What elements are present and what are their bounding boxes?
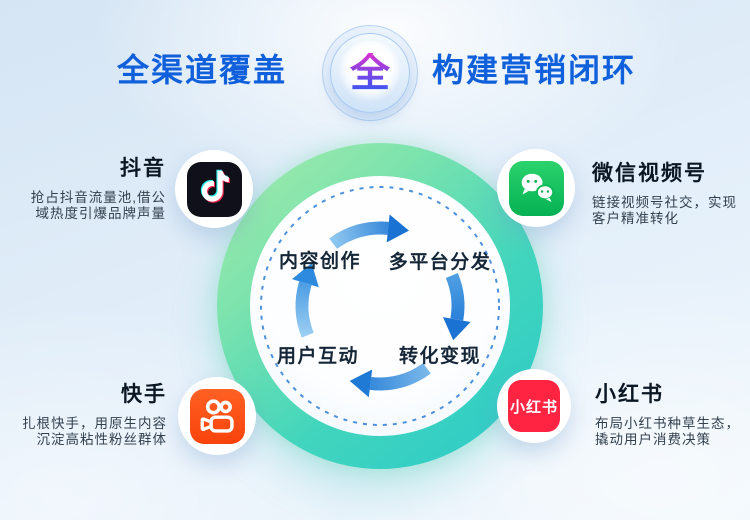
center-badge: 全 (322, 25, 418, 121)
cycle-arrow-west (292, 263, 319, 338)
platform-desc-line: 沉淀高粘性粉丝群体 (36, 432, 167, 447)
douyin-badge (175, 150, 253, 228)
platform-douyin: 抖音 抢占抖音流量池,借公 域热度引爆品牌声量 (14, 152, 166, 222)
platform-desc-line: 布局小红书种草生态， (595, 416, 740, 431)
cycle-arrow-south (349, 362, 431, 398)
cycle-step-multi-platform: 多平台分发 (388, 252, 492, 273)
kuaishou-badge (178, 377, 256, 455)
platform-desc-line: 客户精准转化 (592, 211, 679, 226)
cycle-inner-circle (250, 176, 510, 436)
platform-wechat-channels: 微信视频号 链接视频号社交，实现 客户精准转化 (592, 157, 750, 227)
platform-desc-line: 链接视频号社交，实现 (592, 195, 737, 210)
platform-name: 抖音 (120, 157, 166, 180)
platform-xiaohongshu: 小红书 布局小红书种草生态， 撬动用户消费决策 (595, 378, 747, 448)
cycle-step-content-creation: 内容创作 (278, 251, 362, 272)
xiaohongshu-icon: 小红书 (508, 380, 560, 432)
cycle-arrow-north (329, 214, 409, 250)
platform-desc: 链接视频号社交，实现 客户精准转化 (592, 195, 750, 227)
platform-desc: 扎根快手，用原生内容 沉淀高粘性粉丝群体 (14, 416, 167, 448)
badge-outer-ring: 全 (322, 25, 418, 121)
xiaohongshu-icon-text: 小红书 (509, 398, 558, 416)
platform-desc-line: 撬动用户消费决策 (595, 432, 711, 447)
cycle-step-conversion: 转化变现 (398, 346, 482, 367)
platform-name: 微信视频号 (592, 162, 707, 185)
douyin-icon (186, 161, 242, 217)
wechat-channels-badge (497, 149, 575, 227)
xiaohongshu-badge: 小红书 (497, 369, 571, 443)
platform-desc: 布局小红书种草生态， 撬动用户消费决策 (595, 416, 747, 448)
title-left: 全渠道覆盖 (117, 52, 288, 88)
platform-name: 快手 (121, 383, 167, 406)
cycle-arrows (260, 186, 500, 426)
platform-desc: 抢占抖音流量池,借公 域热度引爆品牌声量 (14, 190, 166, 222)
wechat-channels-icon (508, 160, 564, 216)
cycle-arrow-east (443, 272, 471, 341)
platform-desc-line: 扎根快手，用原生内容 (22, 416, 167, 431)
platform-desc-line: 域热度引爆品牌声量 (35, 206, 166, 221)
platform-desc-line: 抢占抖音流量池,借公 (30, 190, 166, 205)
badge-character: 全 (350, 51, 390, 95)
cycle-step-user-interaction: 用户互动 (276, 346, 360, 367)
badge-mid-ring: 全 (330, 33, 410, 113)
kuaishou-icon (189, 388, 245, 444)
platform-kuaishou: 快手 扎根快手，用原生内容 沉淀高粘性粉丝群体 (14, 378, 167, 448)
title-right: 构建营销闭环 (432, 52, 637, 88)
dashed-circle (260, 186, 500, 426)
badge-core: 全 (338, 41, 402, 105)
platform-name: 小红书 (595, 383, 664, 406)
